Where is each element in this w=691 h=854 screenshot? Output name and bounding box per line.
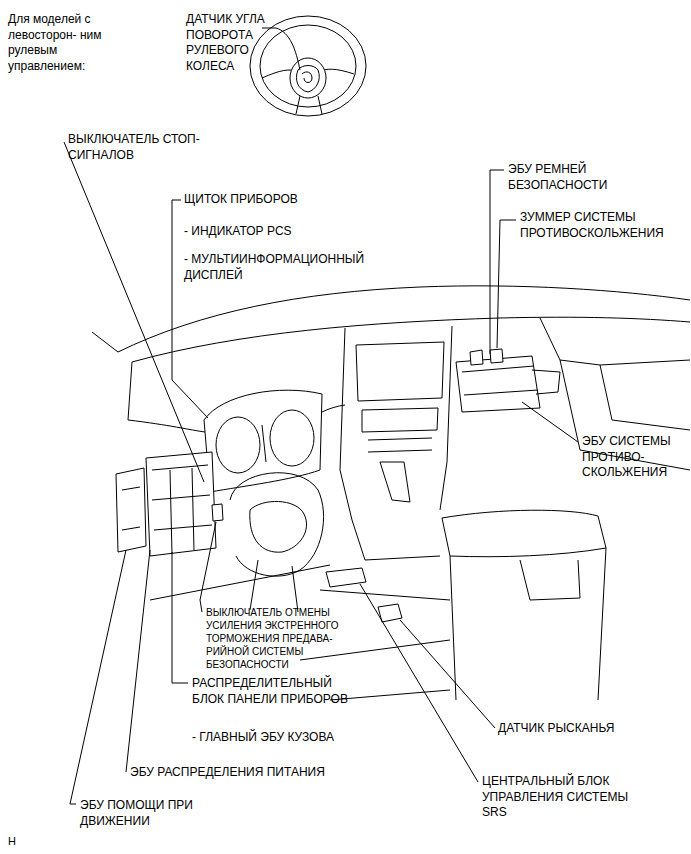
part-label: H [8, 834, 38, 848]
part-label: РАСПРЕДЕЛИТЕЛЬНЫЙ БЛОК ПАНЕЛИ ПРИБОРОВ [192, 676, 357, 707]
part-label: ЭБУ СИСТЕМЫ ПРОТИВО- СКОЛЬЖЕНИЯ [582, 434, 678, 481]
part-label: ЭБУ РАСПРЕДЕЛЕНИЯ ПИТАНИЯ [130, 765, 370, 781]
part-label: ВЫКЛЮЧАТЕЛЬ СТОП-СИГНАЛОВ [68, 132, 218, 163]
left-ecu-group [116, 452, 223, 556]
center-console [150, 510, 606, 700]
instrument-cluster [204, 390, 322, 492]
part-label: ЭБУ РЕМНЕЙ БЕЗОПАСНОСТИ [508, 162, 648, 193]
part-label: ЦЕНТРАЛЬНЫЙ БЛОК УПРАВЛЕНИЯ СИСТЕМЫ SRS [482, 774, 652, 821]
part-label: Для моделей с левосторон- ним рулевым уп… [8, 12, 104, 74]
leader-lines [64, 28, 578, 804]
part-label: ЭБУ ПОМОЩИ ПРИ ДВИЖЕНИИ [80, 798, 205, 829]
cabin-steering-wheel [230, 473, 324, 612]
right-ecu-group [456, 349, 560, 412]
part-label: ЗУММЕР СИСТЕМЫ ПРОТИВОСКОЛЬЖЕНИЯ [520, 210, 680, 241]
part-label: ДАТЧИК РЫСКАНЬЯ [498, 721, 668, 737]
part-label: - ИНДИКАТОР PCS [184, 224, 384, 240]
part-label: - МУЛЬТИИНФОРМАЦИОННЫЙ ДИСПЛЕЙ [184, 252, 384, 283]
part-label: ДАТЧИК УГЛА ПОВОРОТА РУЛЕВОГО КОЛЕСА [186, 12, 286, 74]
part-label: - ГЛАВНЫЙ ЭБУ КУЗОВА [192, 730, 392, 746]
part-label: ВЫКЛЮЧАТЕЛЬ ОТМЕНЫ УСИЛЕНИЯ ЭКСТРЕННОГО … [206, 606, 354, 671]
steering-wheel [250, 16, 366, 116]
part-label: ЩИТОК ПРИБОРОВ [184, 192, 384, 208]
